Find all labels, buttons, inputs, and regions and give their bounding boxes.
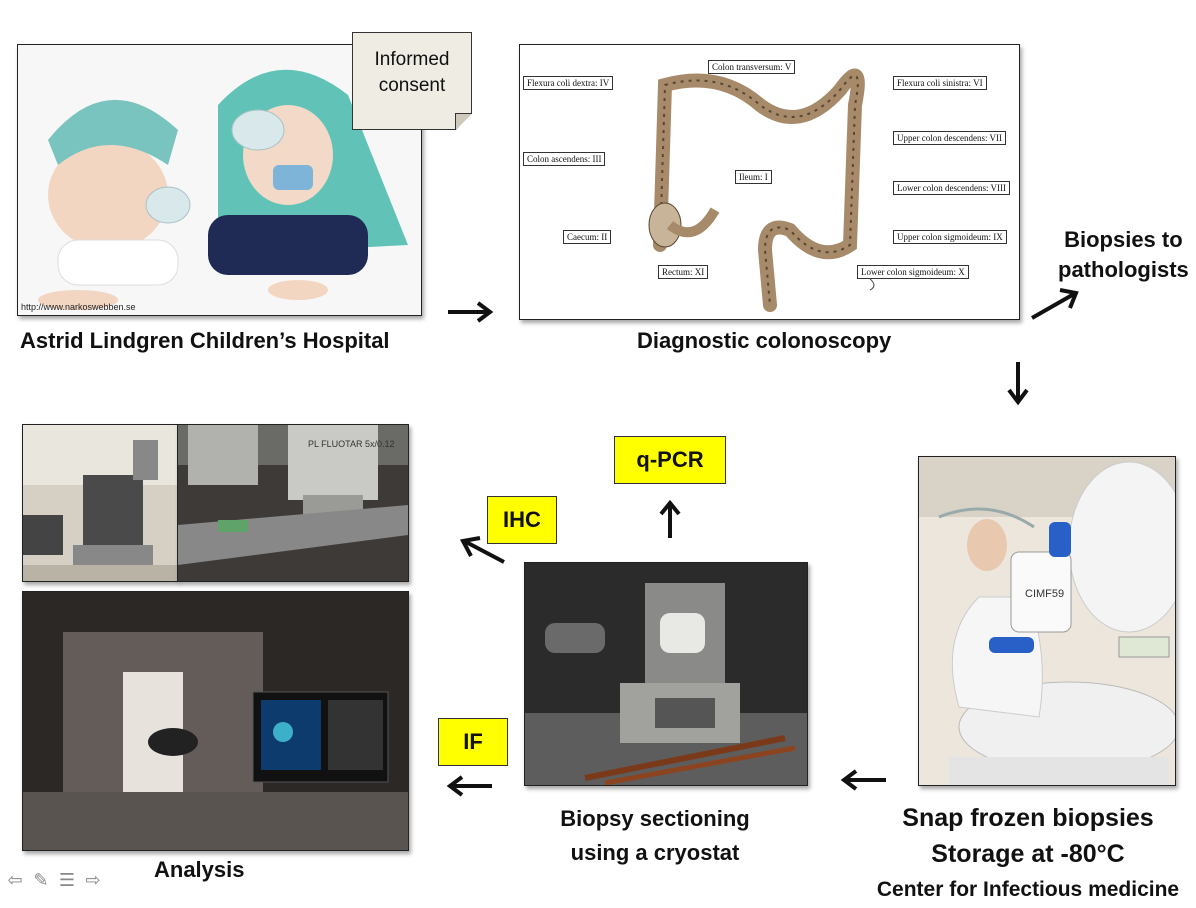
bucket-label: CIMF59 bbox=[1025, 588, 1064, 600]
label-lower-descendens: Lower colon descendens: VIII bbox=[893, 181, 1011, 195]
label-ileum: Ileum: I bbox=[735, 170, 772, 184]
label-lower-sigmoideum: Lower colon sigmoideum: X bbox=[857, 265, 969, 279]
arrow-up-icon bbox=[659, 500, 681, 538]
slide-nav: ⇦ ✎ ☰ ⇨ bbox=[4, 869, 104, 891]
label-caecum: Caecum: II bbox=[563, 230, 612, 244]
arrow-down-icon bbox=[1007, 362, 1029, 406]
analysis-caption: Analysis bbox=[154, 857, 245, 882]
snap-line-2: Storage at -80°C bbox=[931, 840, 1125, 868]
freezer-illustration: CIMF59 bbox=[919, 457, 1175, 785]
forward-arrow-icon[interactable]: ⇨ bbox=[85, 870, 101, 890]
microscope-lab-photo bbox=[22, 424, 178, 582]
arrow-diagonal-icon bbox=[1031, 288, 1079, 320]
label-upper-sigmoideum: Upper colon sigmoideum: IX bbox=[893, 230, 1007, 244]
biopsies-line-1: Biopsies to bbox=[1064, 227, 1183, 252]
label-flexura-dextra: Flexura coli dextra: IV bbox=[523, 76, 614, 90]
label-ascendens: Colon ascendens: III bbox=[523, 152, 606, 166]
pen-icon[interactable]: ✎ bbox=[33, 870, 49, 890]
confocal-photo bbox=[22, 591, 409, 851]
arrow-left-1-icon bbox=[840, 769, 886, 791]
qpcr-tag: q-PCR bbox=[614, 436, 726, 484]
ihc-tag: IHC bbox=[487, 496, 557, 544]
microscope-lab-illustration bbox=[23, 425, 177, 581]
objective-label: PL FLUOTAR 5x/0.12 bbox=[308, 439, 395, 449]
confocal-illustration bbox=[23, 592, 408, 850]
arrow-up-left-icon bbox=[459, 536, 505, 564]
menu-icon[interactable]: ☰ bbox=[58, 870, 76, 890]
back-arrow-icon[interactable]: ⇦ bbox=[7, 870, 23, 890]
snap-line-1: Snap frozen biopsies bbox=[902, 804, 1154, 832]
snap-line-3: Center for Infectious medicine bbox=[876, 878, 1180, 901]
arrow-left-2-icon bbox=[446, 775, 492, 797]
source-url: http://www.narkoswebben.se bbox=[21, 302, 136, 312]
label-flexura-sinistra: Flexura coli sinistra: VI bbox=[893, 76, 987, 90]
freezer-photo: CIMF59 bbox=[918, 456, 1176, 786]
if-tag: IF bbox=[438, 718, 508, 766]
label-transversum: Colon transversum: V bbox=[708, 60, 796, 74]
cryostat-caption: Biopsy sectioning using a cryostat bbox=[545, 802, 765, 870]
informed-consent-note: Informed consent bbox=[352, 32, 472, 130]
label-upper-descendens: Upper colon descendens: VII bbox=[893, 131, 1007, 145]
biopsies-line-2: pathologists bbox=[1058, 257, 1189, 282]
colonoscopy-caption: Diagnostic colonoscopy bbox=[637, 328, 892, 353]
colon-diagram: Flexura coli dextra: IV Colon transversu… bbox=[519, 44, 1020, 320]
biopsies-caption: Biopsies to pathologists bbox=[1058, 225, 1189, 285]
cryostat-line-1: Biopsy sectioning bbox=[560, 806, 750, 831]
note-line-2: consent bbox=[378, 75, 446, 96]
cryostat-photo bbox=[524, 562, 808, 786]
snap-caption: Snap frozen biopsies Storage at -80°C Ce… bbox=[858, 800, 1196, 908]
label-rectum: Rectum: XI bbox=[658, 265, 709, 279]
note-line-1: Informed bbox=[374, 49, 450, 70]
hospital-caption: Astrid Lindgren Children’s Hospital bbox=[20, 328, 390, 353]
arrow-right-1-icon bbox=[448, 301, 494, 323]
objective-illustration: PL FLUOTAR 5x/0.12 bbox=[178, 425, 408, 581]
cryostat-illustration bbox=[525, 563, 807, 785]
objective-photo: PL FLUOTAR 5x/0.12 bbox=[177, 424, 409, 582]
cryostat-line-2: using a cryostat bbox=[570, 840, 740, 865]
